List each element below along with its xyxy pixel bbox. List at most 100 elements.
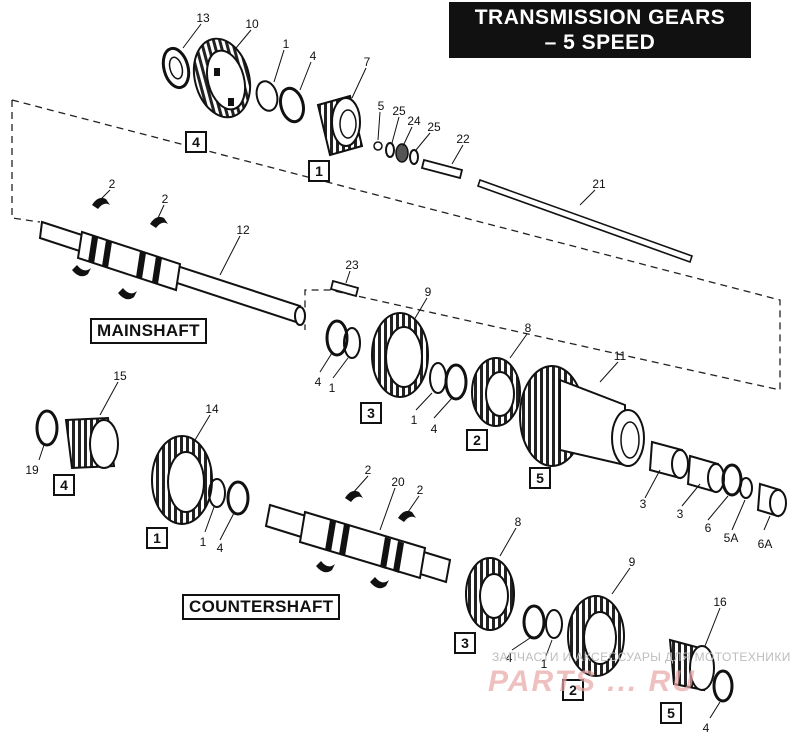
callout-19: 19 xyxy=(25,463,39,477)
bearing-3-b xyxy=(686,454,725,494)
callout-11: 11 xyxy=(614,349,627,363)
callout-5: 5 xyxy=(378,99,385,113)
countershaft-label: COUNTERSHAFT xyxy=(182,594,341,620)
callout-2: 2 xyxy=(162,192,169,206)
callout-24: 24 xyxy=(407,114,421,128)
callout-1: 1 xyxy=(411,413,418,427)
title-line-1: TRANSMISSION GEARS xyxy=(474,6,726,29)
callout-2: 2 xyxy=(417,483,424,497)
callout-4: 4 xyxy=(315,375,322,389)
watermark-logo: PARTS ... RU xyxy=(488,665,696,698)
callout-2: 2 xyxy=(365,463,372,477)
gear-box-3: 3 xyxy=(367,405,375,421)
ring-5A xyxy=(739,477,753,499)
gear-14 xyxy=(151,435,213,525)
bearing-halves-2-top xyxy=(72,197,168,300)
retaining-ring-1-top xyxy=(255,80,279,112)
callout-1: 1 xyxy=(541,657,548,671)
callout-2: 2 xyxy=(109,177,116,191)
gear-number-boxes: 4 1 3 2 5 4 1 3 2 5 xyxy=(53,131,682,724)
washer-25-a xyxy=(385,142,395,158)
gear-7 xyxy=(316,94,364,157)
gear-11 xyxy=(519,365,645,467)
thrust-washer-4-counter xyxy=(226,480,250,516)
gear-16 xyxy=(668,638,715,692)
callout-8: 8 xyxy=(515,515,522,529)
callout-21: 21 xyxy=(592,177,606,191)
thrust-washer-4-end xyxy=(712,669,734,703)
callout-13: 13 xyxy=(196,11,210,25)
gear-box-2: 2 xyxy=(569,682,577,698)
callout-3: 3 xyxy=(640,497,647,511)
callout-3: 3 xyxy=(677,507,684,521)
pin-23 xyxy=(329,279,360,298)
callout-1: 1 xyxy=(283,37,290,51)
mainshaft-label: MAINSHAFT xyxy=(90,318,207,344)
pin-22 xyxy=(420,158,464,180)
thrust-washer-4-main-b xyxy=(444,363,468,401)
gear-box-2: 2 xyxy=(473,432,481,448)
callout-15: 15 xyxy=(113,369,127,383)
gear-9-main xyxy=(371,312,429,398)
callout-6A: 6A xyxy=(758,537,773,551)
callout-8: 8 xyxy=(525,321,532,335)
callout-numbers: 13 10 1 4 7 5 25 24 25 22 21 2 2 12 23 9… xyxy=(25,11,772,735)
callout-9: 9 xyxy=(425,285,432,299)
retaining-ring-1-counter xyxy=(208,478,226,508)
diagram-title: TRANSMISSION GEARS – 5 SPEED xyxy=(449,2,751,58)
gear-9-counter xyxy=(567,595,625,677)
callout-25: 25 xyxy=(392,104,406,118)
gear-8-main xyxy=(471,357,521,427)
title-line-2: – 5 SPEED xyxy=(544,31,656,54)
shift-rod-21 xyxy=(476,178,694,264)
callout-4: 4 xyxy=(703,721,710,735)
callout-4: 4 xyxy=(310,49,317,63)
bearing-3-a xyxy=(648,440,689,480)
retaining-ring-1-main xyxy=(343,327,361,359)
callout-16: 16 xyxy=(713,595,727,609)
callout-14: 14 xyxy=(205,402,219,416)
gear-15 xyxy=(64,416,119,470)
callout-1: 1 xyxy=(329,381,336,395)
thrust-washer-19 xyxy=(35,409,59,447)
thrust-washer-4-top xyxy=(278,86,306,124)
gear-box-1: 1 xyxy=(315,163,323,179)
callout-4: 4 xyxy=(506,651,513,665)
gear-box-4: 4 xyxy=(192,134,200,150)
mainshaft-12 xyxy=(38,220,306,326)
bearing-24 xyxy=(395,143,409,163)
gear-8-counter xyxy=(465,557,515,631)
callout-23: 23 xyxy=(345,258,359,272)
watermark-text: ЗАПЧАСТИ И АКСЕССУАРЫ ДЛЯ МОТОТЕХНИКИ xyxy=(492,650,791,664)
thrust-washer-4-counter-b xyxy=(522,604,546,640)
callout-4: 4 xyxy=(431,422,438,436)
callout-25: 25 xyxy=(427,120,441,134)
gear-box-1: 1 xyxy=(153,530,161,546)
gear-box-5: 5 xyxy=(667,705,675,721)
callout-1: 1 xyxy=(200,535,207,549)
callout-22: 22 xyxy=(456,132,470,146)
washer-25-b xyxy=(409,149,419,165)
callout-9: 9 xyxy=(629,555,636,569)
gear-box-4: 4 xyxy=(60,477,68,493)
callout-20: 20 xyxy=(391,475,405,489)
thrust-washer-13 xyxy=(161,46,191,90)
gear-box-3: 3 xyxy=(461,635,469,651)
thrust-washer-4-main xyxy=(325,319,349,357)
callout-10: 10 xyxy=(245,17,259,31)
washer-6 xyxy=(721,463,743,497)
callout-12: 12 xyxy=(236,223,250,237)
retaining-ring-1-counter-b xyxy=(545,609,563,639)
leader-lines xyxy=(38,23,771,719)
ball-5 xyxy=(373,141,383,151)
bearing-halves-2-bottom xyxy=(316,490,416,589)
retaining-ring-1-main-b xyxy=(429,362,447,394)
mainshaft-dashed-outline xyxy=(11,99,781,391)
callout-6: 6 xyxy=(705,521,712,535)
gear-box-5: 5 xyxy=(536,470,544,486)
gear-10 xyxy=(192,37,252,119)
callout-7: 7 xyxy=(364,55,371,69)
bushing-6A xyxy=(756,482,787,518)
